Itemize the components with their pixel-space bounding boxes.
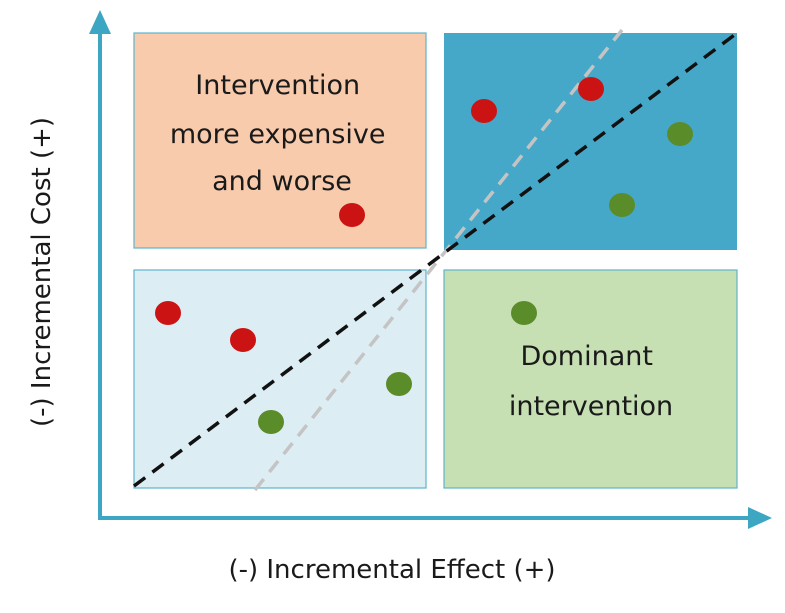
red-point xyxy=(471,99,497,123)
x-axis-label: (-) Incremental Effect (+) xyxy=(228,555,555,585)
quadrant-top-left-label: Intervention more expensive and worse xyxy=(170,70,394,197)
green-point xyxy=(667,122,693,146)
y-axis-label: (-) Incremental Cost (+) xyxy=(27,117,57,427)
x-axis-arrow xyxy=(748,507,772,529)
quadrant-bottom-right xyxy=(443,269,738,489)
gray-threshold-line xyxy=(253,28,624,492)
green-point xyxy=(386,372,412,396)
axes xyxy=(89,10,772,529)
red-point xyxy=(578,77,604,101)
red-point xyxy=(230,328,256,352)
red-point xyxy=(339,203,365,227)
black-threshold-line xyxy=(132,31,739,488)
green-point xyxy=(258,410,284,434)
quadrant-bottom-left xyxy=(133,269,427,489)
y-axis-arrow xyxy=(89,10,111,34)
quadrant-bottom-right-label: Dominant intervention xyxy=(509,341,673,422)
green-point xyxy=(511,301,537,325)
red-point xyxy=(155,301,181,325)
quadrant-top-left xyxy=(133,32,427,249)
green-point xyxy=(609,193,635,217)
